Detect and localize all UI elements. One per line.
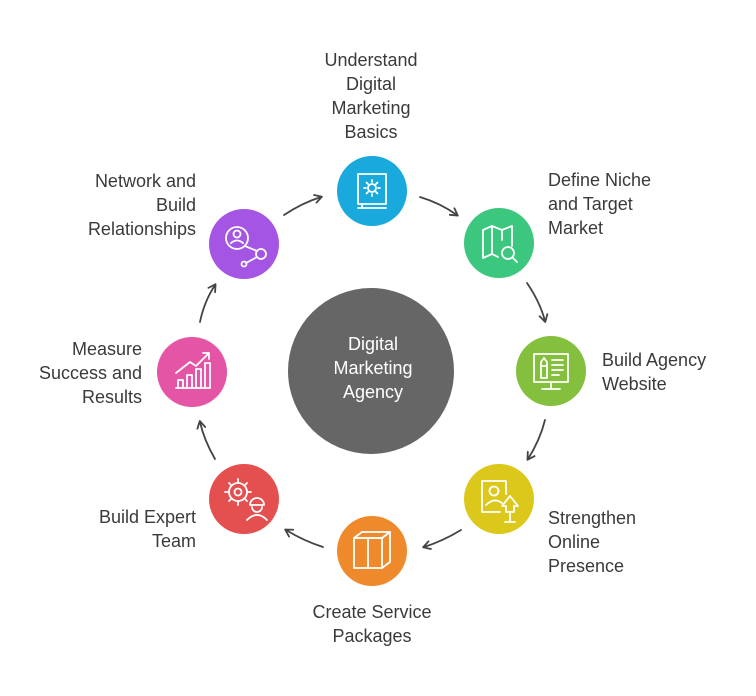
step-6-label: Build Expert Team [98,507,196,551]
step-3-label: Build Agency Website [602,350,707,394]
arrow-step1-to-step2 [419,196,459,217]
step-7-label: Measure Success and Results [38,339,142,407]
gear-worker-icon [224,478,268,521]
step-8-circle [209,209,279,279]
step-5-label: Create Service Packages [312,602,432,646]
settings-book-icon [357,173,387,209]
step-5-circle [337,516,407,586]
step-2-node [464,208,534,278]
step-3-node [516,336,586,406]
hub-circle [288,288,454,454]
network-person-icon [225,226,267,268]
growth-chart-icon [175,352,211,389]
step-3-circle [516,336,586,406]
step-8-node [209,209,279,279]
arrow-step3-to-step4 [526,419,546,461]
arrow-step6-to-step7 [196,420,216,460]
step-7-node [157,337,227,407]
profile-upload-icon [481,480,519,523]
package-box-icon [353,531,391,569]
step-6-node [209,464,279,534]
arrow-step8-to-step1 [283,194,323,216]
arrow-step2-to-step3 [526,282,549,323]
cycle-arrows [196,194,549,550]
hub-title: Digital Marketing Agency [333,334,413,402]
website-monitor-icon [533,353,569,390]
arrow-step5-to-step6 [284,528,324,548]
step-4-node [464,464,534,534]
step-5-node [337,516,407,586]
step-1-node [337,156,407,226]
step-1-circle [337,156,407,226]
step-8-label: Network and Build Relationships [87,171,196,239]
step-4-label: Strengthen Online Presence [548,508,637,576]
step-7-circle [157,337,227,407]
step-2-label: Define Niche and Target Market [548,170,652,238]
arrow-step7-to-step8 [199,283,217,323]
arrow-step4-to-step5 [422,529,462,550]
step-4-circle [464,464,534,534]
map-search-icon [482,225,518,263]
step-2-circle [464,208,534,278]
step-1-label: Understand Digital Marketing Basics [324,50,418,142]
